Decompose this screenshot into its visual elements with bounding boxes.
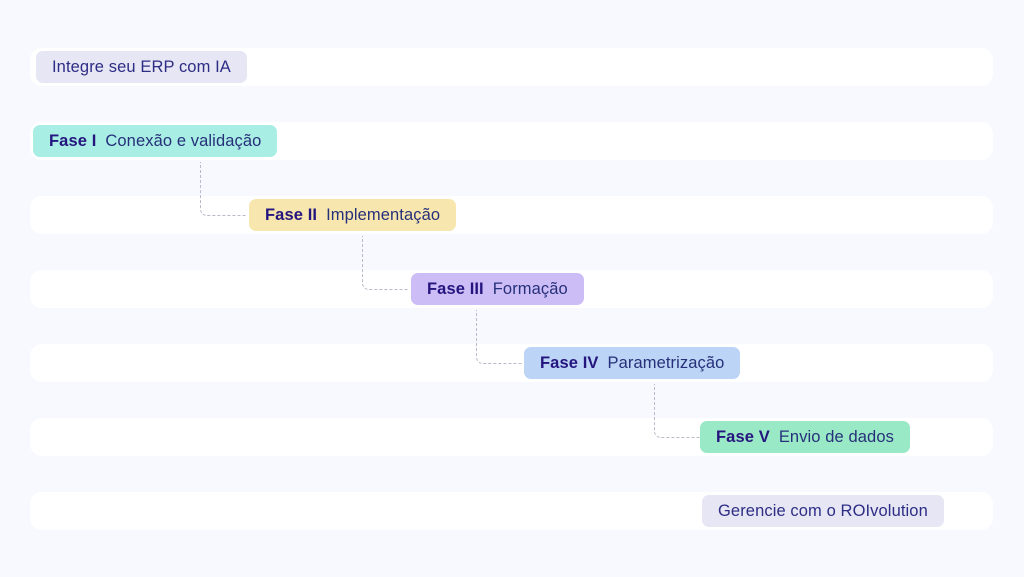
phase-number-3: Fase III — [427, 279, 484, 298]
phase-label-1: Conexão e validação — [105, 131, 262, 150]
footer-title: Gerencie com o ROIvolution — [718, 501, 928, 520]
header-pill[interactable]: Integre seu ERP com IA — [36, 51, 247, 83]
row-band-phase-4 — [30, 344, 993, 382]
page-title: Integre seu ERP com IA — [52, 57, 231, 76]
phase-number-5: Fase V — [716, 427, 770, 446]
phase-pill-3[interactable]: Fase III Formação — [411, 273, 584, 305]
footer-pill[interactable]: Gerencie com o ROIvolution — [702, 495, 944, 527]
phase-label-3: Formação — [492, 279, 568, 298]
phase-pill-5[interactable]: Fase V Envio de dados — [700, 421, 910, 453]
phase-pill-1[interactable]: Fase I Conexão e validação — [33, 125, 278, 157]
row-band-phase-2 — [30, 196, 993, 234]
phase-label-4: Parametrização — [607, 353, 725, 372]
phase-number-1: Fase I — [49, 131, 97, 150]
phase-pill-2[interactable]: Fase II Implementação — [249, 199, 457, 231]
phase-number-4: Fase IV — [540, 353, 599, 372]
phase-label-2: Implementação — [326, 205, 441, 224]
phase-pill-4[interactable]: Fase IV Parametrização — [524, 347, 741, 379]
phase-label-5: Envio de dados — [778, 427, 894, 446]
phase-number-2: Fase II — [265, 205, 318, 224]
